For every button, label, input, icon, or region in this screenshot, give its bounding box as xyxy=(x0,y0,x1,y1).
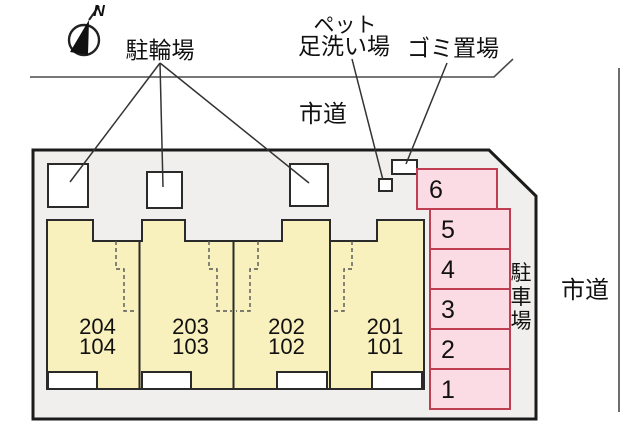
garbage-area-label: ゴミ置場 xyxy=(407,35,499,61)
bicycle-parking-label: 駐輪場 xyxy=(126,37,195,63)
parking-number-5: 5 xyxy=(441,216,455,244)
pet-wash-label-line1: ペット xyxy=(314,14,377,37)
building-outline xyxy=(46,219,425,390)
unit-label-202: 202 xyxy=(268,314,305,339)
porch-unit-201 xyxy=(371,371,423,390)
parking-number-4: 4 xyxy=(441,256,455,284)
dashed-wall-unit-203 xyxy=(208,241,232,312)
pet-wash-label-line2: 足洗い場 xyxy=(298,33,390,59)
unit-label-104: 104 xyxy=(79,334,116,359)
parking-lot-label-char3: 場 xyxy=(511,310,532,333)
parking-number-6: 6 xyxy=(429,176,443,204)
parking-space-1 xyxy=(429,368,511,410)
compass-north-label: N xyxy=(93,3,105,20)
leader-bicycle-1 xyxy=(69,62,161,183)
dashed-wall-unit-202 xyxy=(236,241,259,312)
dashed-wall-unit-204 xyxy=(115,241,137,312)
garbage-area-box xyxy=(391,159,418,175)
unit-label-204: 204 xyxy=(79,314,116,339)
city-road-label-right: 市道 xyxy=(561,277,609,304)
leader-bicycle-3 xyxy=(159,62,310,184)
compass-needle-tip xyxy=(88,5,100,21)
dashed-wall-unit-201 xyxy=(331,241,353,312)
city-road-label-top: 市道 xyxy=(299,101,347,128)
unit-label-103: 103 xyxy=(172,334,209,359)
leader-garbage xyxy=(405,62,448,165)
leader-bicycle-2 xyxy=(159,62,164,188)
bicycle-parking-square-1 xyxy=(47,163,89,208)
parking-lot-label-char1: 駐 xyxy=(511,262,532,285)
parking-number-1: 1 xyxy=(441,376,455,404)
bicycle-parking-square-3 xyxy=(289,163,329,207)
porch-unit-203 xyxy=(141,371,192,390)
parking-number-3: 3 xyxy=(441,296,455,324)
unit-label-203: 203 xyxy=(172,314,209,339)
compass-needle xyxy=(70,20,89,55)
compass: N xyxy=(67,3,105,57)
parking-space-6 xyxy=(416,168,498,210)
parking-space-3 xyxy=(429,288,511,330)
unit-label-201: 201 xyxy=(367,314,404,339)
porch-unit-204 xyxy=(47,371,98,390)
pet-wash-box xyxy=(378,178,393,192)
leader-pet-wash xyxy=(351,58,384,181)
parking-number-2: 2 xyxy=(441,336,455,364)
bicycle-parking-square-2 xyxy=(146,171,183,209)
parking-lot-label-char2: 車 xyxy=(511,286,532,309)
unit-label-102: 102 xyxy=(268,334,305,359)
unit-label-101: 101 xyxy=(367,334,404,359)
road-edge-top xyxy=(30,58,514,78)
porch-unit-202 xyxy=(276,371,328,390)
